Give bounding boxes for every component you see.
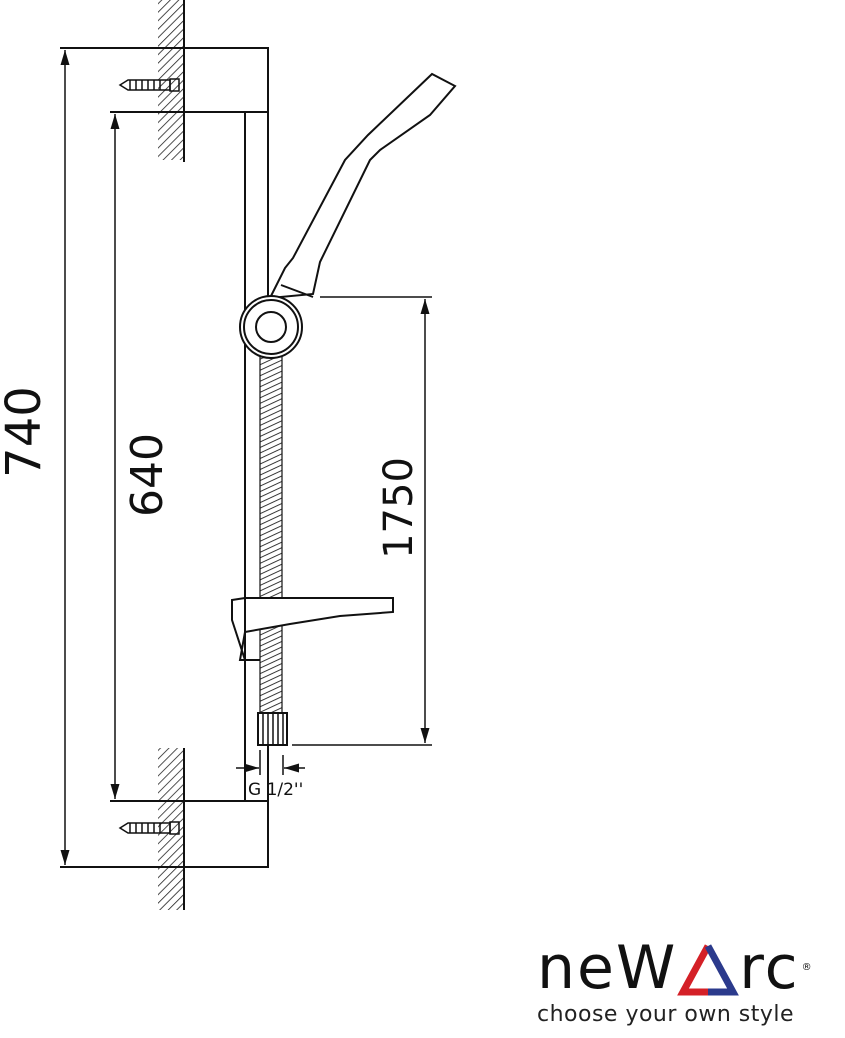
dim-label-740: 740 [0,386,52,478]
dim-label-1750: 1750 [376,457,422,559]
top-bracket [60,47,269,113]
screw-top [118,78,180,92]
tagline: choose your own style [537,1002,795,1027]
bottom-bracket [60,800,269,868]
brand-wordmark: neW rc ® [537,938,837,998]
screw-bottom [118,821,180,835]
dim-label-thread: G 1/2'' [248,780,303,800]
dim-label-640: 640 [122,433,173,517]
registered-mark: ® [801,962,814,973]
newarc-logo: neW rc ® choose your own style [537,938,837,1027]
brand-suffix: rc [739,933,800,1003]
wall-bottom [158,748,185,910]
soap-dish [231,597,394,661]
shower-holder [239,295,303,359]
triangle-a-icon [677,944,740,996]
hand-shower [268,72,457,300]
brand-prefix: neW [537,933,678,1003]
wall-top [158,0,185,162]
hose [259,354,283,714]
